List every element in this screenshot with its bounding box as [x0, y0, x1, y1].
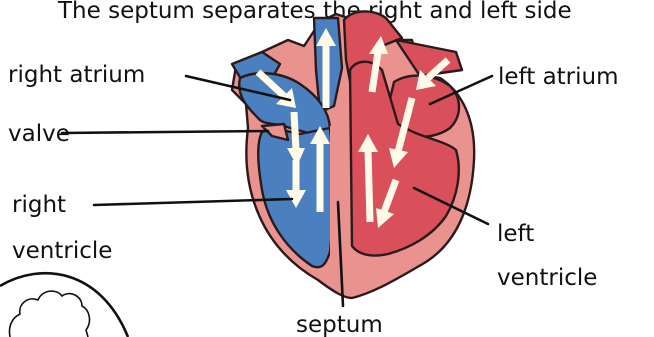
- background-arc: [0, 273, 128, 337]
- label-right-ventricle-line1: right: [12, 192, 66, 218]
- label-left-ventricle-line1: left: [497, 221, 534, 247]
- cloud-doodle: [9, 291, 89, 337]
- heart: [232, 11, 474, 298]
- leader-valve: [62, 131, 268, 133]
- label-right-ventricle-line2: ventricle: [12, 238, 112, 264]
- label-left-ventricle-line2: ventricle: [497, 265, 597, 291]
- label-right-atrium: right atrium: [8, 62, 145, 88]
- label-valve: valve: [8, 121, 70, 147]
- label-left-atrium: left atrium: [498, 64, 619, 90]
- label-septum: septum: [296, 312, 383, 337]
